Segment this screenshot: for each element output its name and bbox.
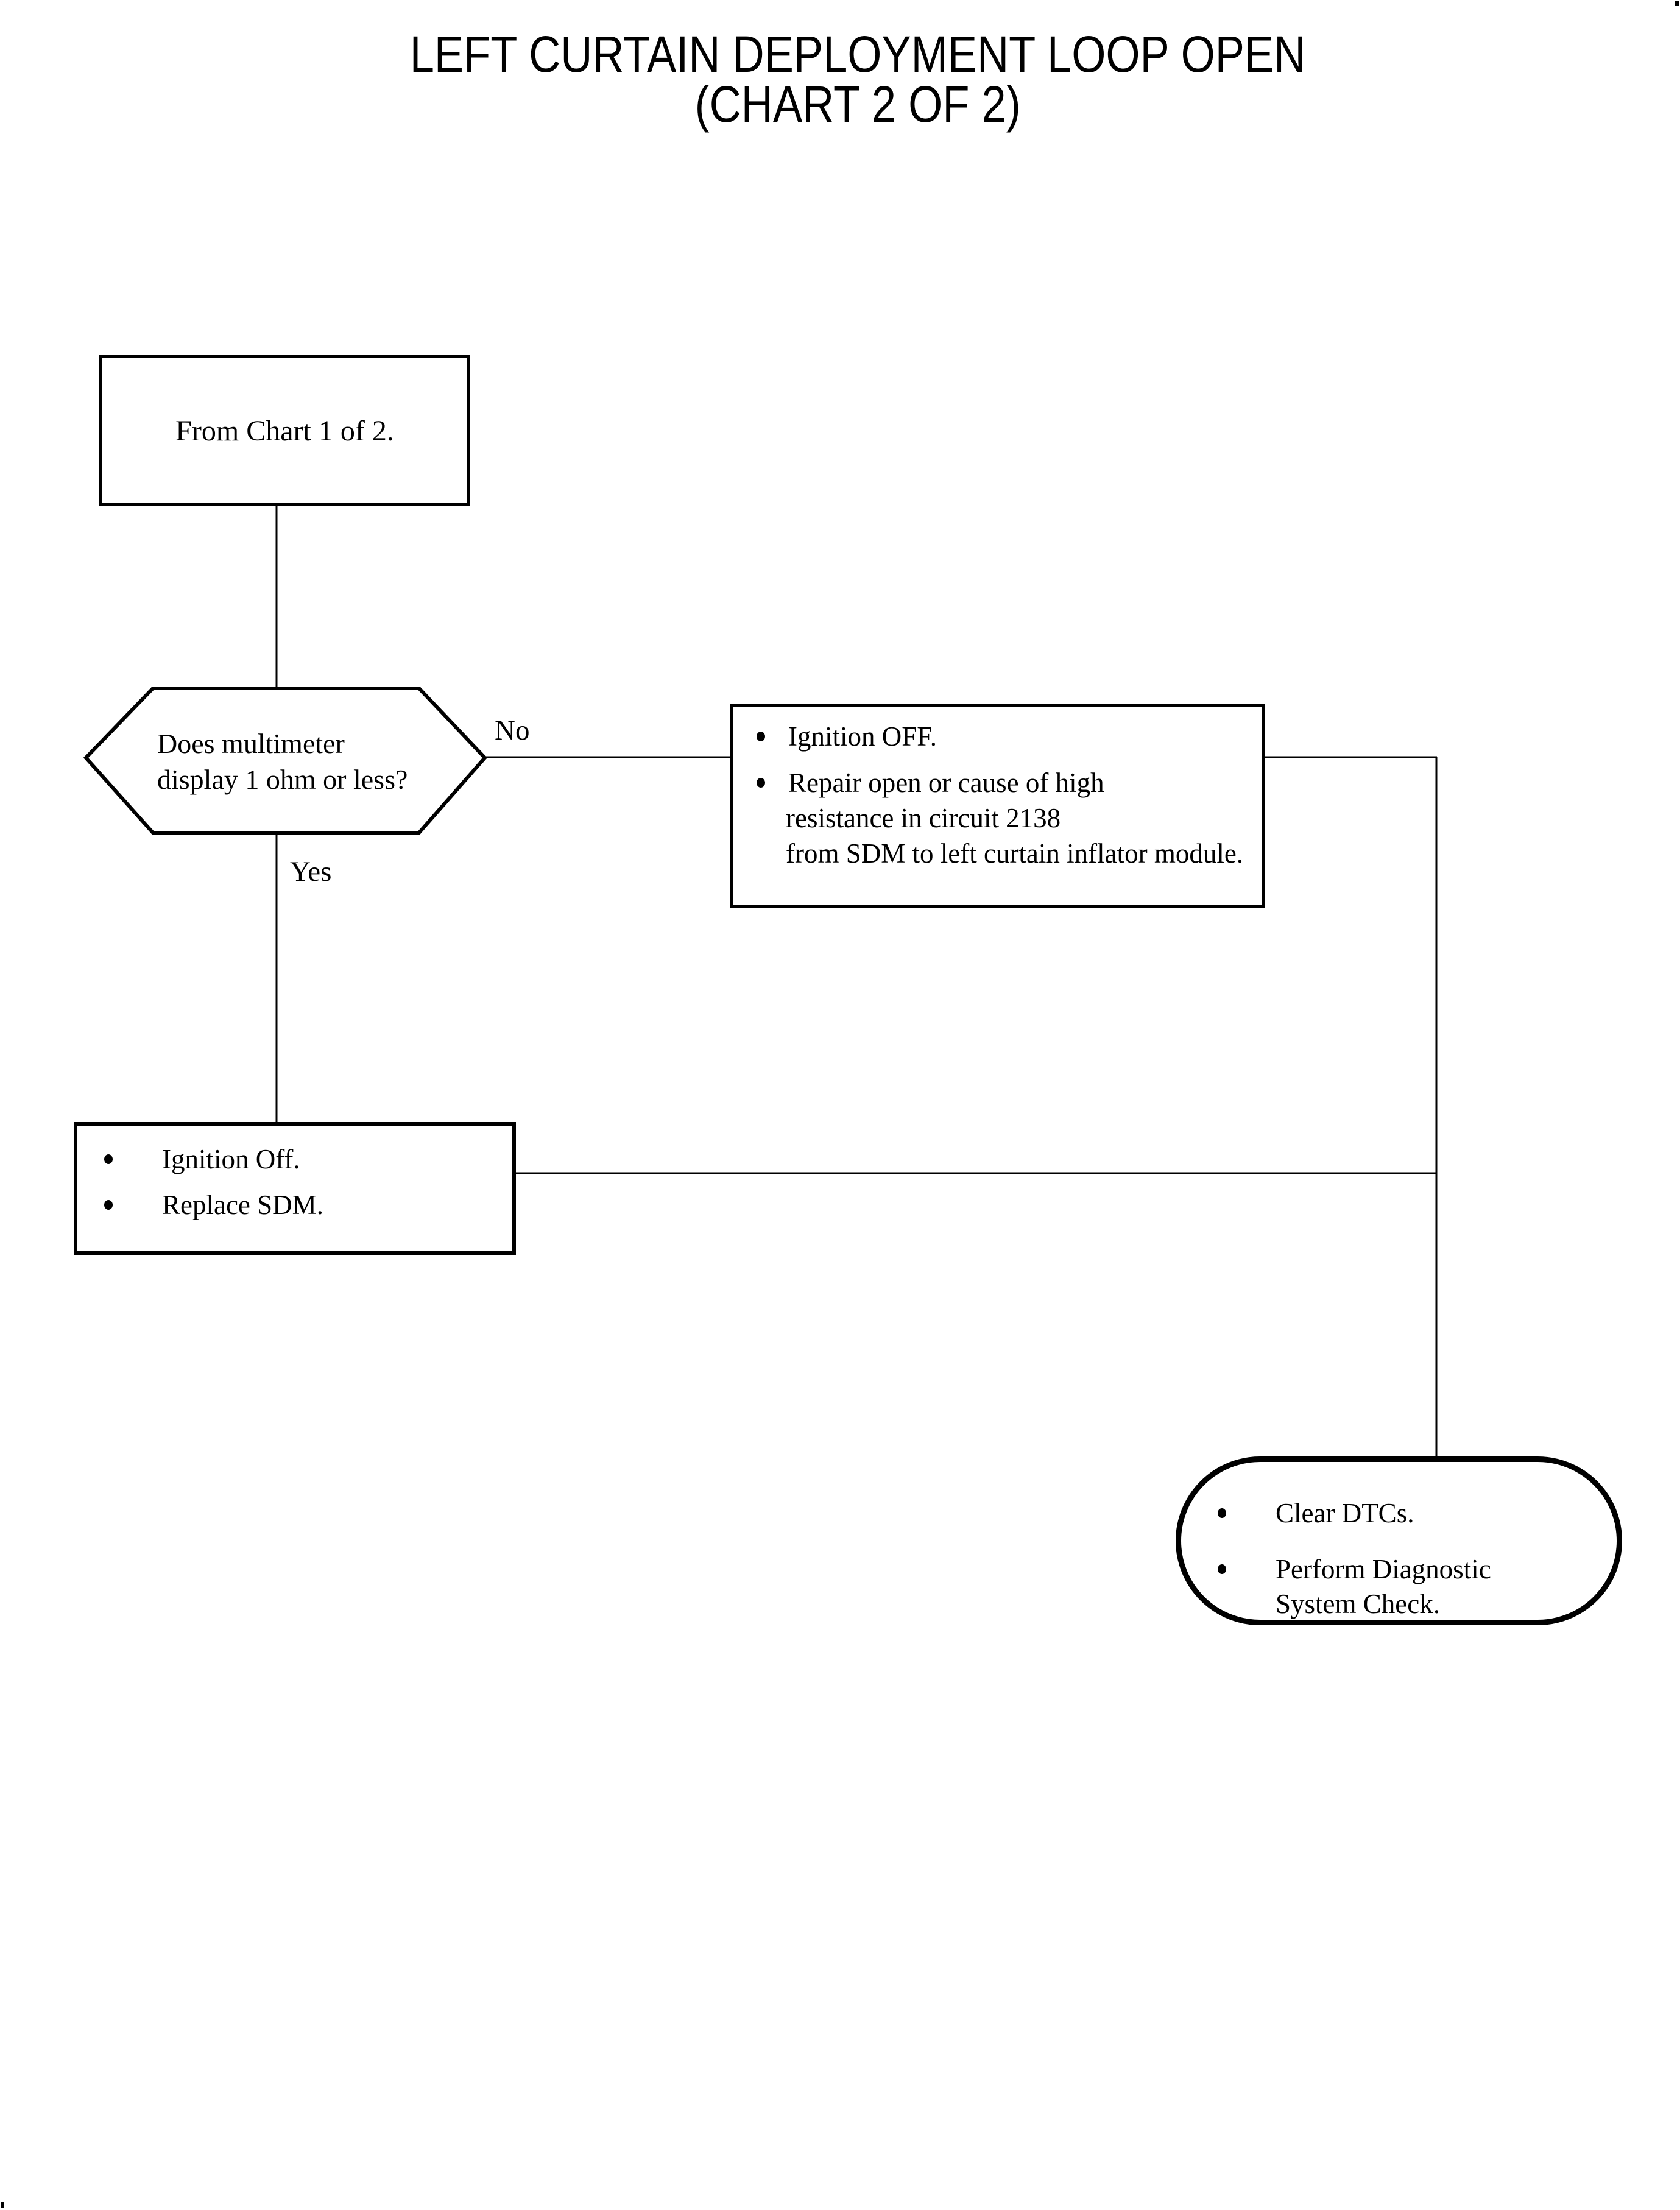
start-node: From Chart 1 of 2.	[99, 355, 470, 506]
list-item: Perform Diagnostic	[1181, 1552, 1617, 1587]
decision-line2: display 1 ohm or less?	[157, 764, 408, 795]
terminator-node: Clear DTCs. Perform Diagnostic System Ch…	[1176, 1456, 1622, 1625]
bullet-icon	[1218, 1564, 1276, 1574]
yes-action-node: Ignition Off. Replace SDM.	[74, 1122, 516, 1255]
bullet-icon	[104, 1154, 162, 1164]
yes-action-line1: Ignition Off.	[162, 1144, 300, 1174]
no-action-line4: from SDM to left curtain inflator module…	[786, 838, 1244, 869]
decision-hexagon	[83, 687, 488, 835]
list-item: Replace SDM.	[77, 1187, 512, 1223]
page-title-line2: (CHART 2 OF 2)	[694, 76, 1021, 133]
bullet-icon	[104, 1200, 162, 1210]
no-action-line1: Ignition OFF.	[788, 721, 937, 752]
list-item: Ignition OFF.	[733, 719, 1262, 754]
bullet-icon	[757, 778, 788, 788]
terminator-line3: System Check.	[1276, 1589, 1440, 1619]
scan-artifact-top-right	[1675, 1, 1679, 6]
bullet-icon	[1218, 1508, 1276, 1518]
branch-label-no: No	[495, 715, 530, 746]
no-action-line2: Repair open or cause of high	[788, 768, 1104, 798]
list-item: from SDM to left curtain inflator module…	[733, 836, 1262, 871]
list-item: System Check.	[1181, 1587, 1617, 1621]
list-item: resistance in circuit 2138	[733, 800, 1262, 836]
terminator-line2: Perform Diagnostic	[1276, 1554, 1491, 1584]
decision-node-text: Does multimeter display 1 ohm or less?	[157, 725, 408, 797]
decision-line1: Does multimeter	[157, 728, 345, 759]
scan-artifact-bottom-left	[1, 2202, 4, 2208]
no-action-node: Ignition OFF. Repair open or cause of hi…	[730, 704, 1265, 908]
branch-label-yes: Yes	[290, 856, 332, 888]
bullet-icon	[757, 732, 788, 741]
no-action-line3: resistance in circuit 2138	[786, 803, 1061, 833]
terminator-line1: Clear DTCs.	[1276, 1498, 1414, 1528]
list-item: Ignition Off.	[77, 1142, 512, 1177]
yes-action-line2: Replace SDM.	[162, 1190, 323, 1220]
start-node-text: From Chart 1 of 2.	[175, 414, 394, 447]
page-title-line1: LEFT CURTAIN DEPLOYMENT LOOP OPEN	[409, 26, 1306, 83]
page-title: LEFT CURTAIN DEPLOYMENT LOOP OPEN (CHART…	[337, 26, 1378, 133]
list-item: Repair open or cause of high	[733, 765, 1262, 800]
list-item: Clear DTCs.	[1181, 1495, 1617, 1531]
